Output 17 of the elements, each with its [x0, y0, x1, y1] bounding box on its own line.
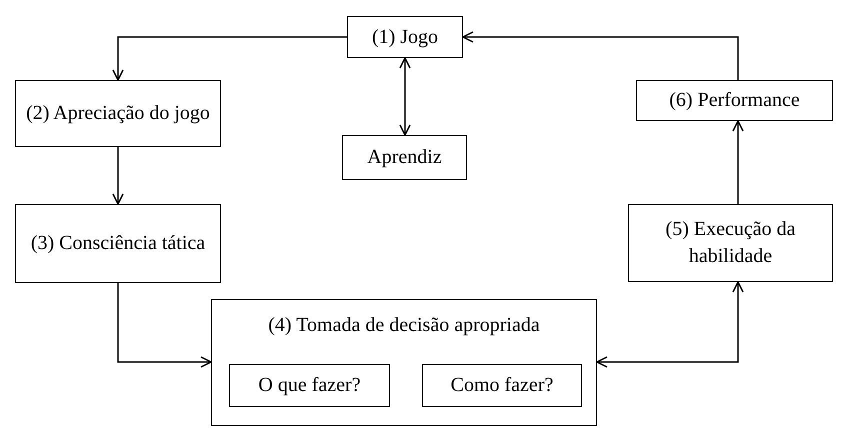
process-box: (6) Performance [636, 80, 833, 121]
arrow [117, 283, 212, 368]
process-box: (5) Execução da habilidade [628, 204, 833, 282]
learner-box: Aprendiz [342, 135, 467, 180]
arrow [112, 36, 347, 81]
panel-heading: (4) Tomada de decisão apropriada [268, 313, 540, 338]
arrow [462, 31, 739, 80]
process-box: (1) Jogo [347, 16, 463, 58]
process-box: (2) Apreciação do jogo [15, 80, 221, 147]
arrow [112, 147, 124, 205]
process-box: Como fazer? [422, 364, 582, 407]
arrow [399, 57, 411, 136]
arrow [732, 120, 744, 204]
process-box: O que fazer? [229, 364, 390, 407]
arrow [596, 281, 744, 368]
process-box: (3) Consciência tática [15, 204, 221, 283]
decision-panel [211, 299, 597, 426]
